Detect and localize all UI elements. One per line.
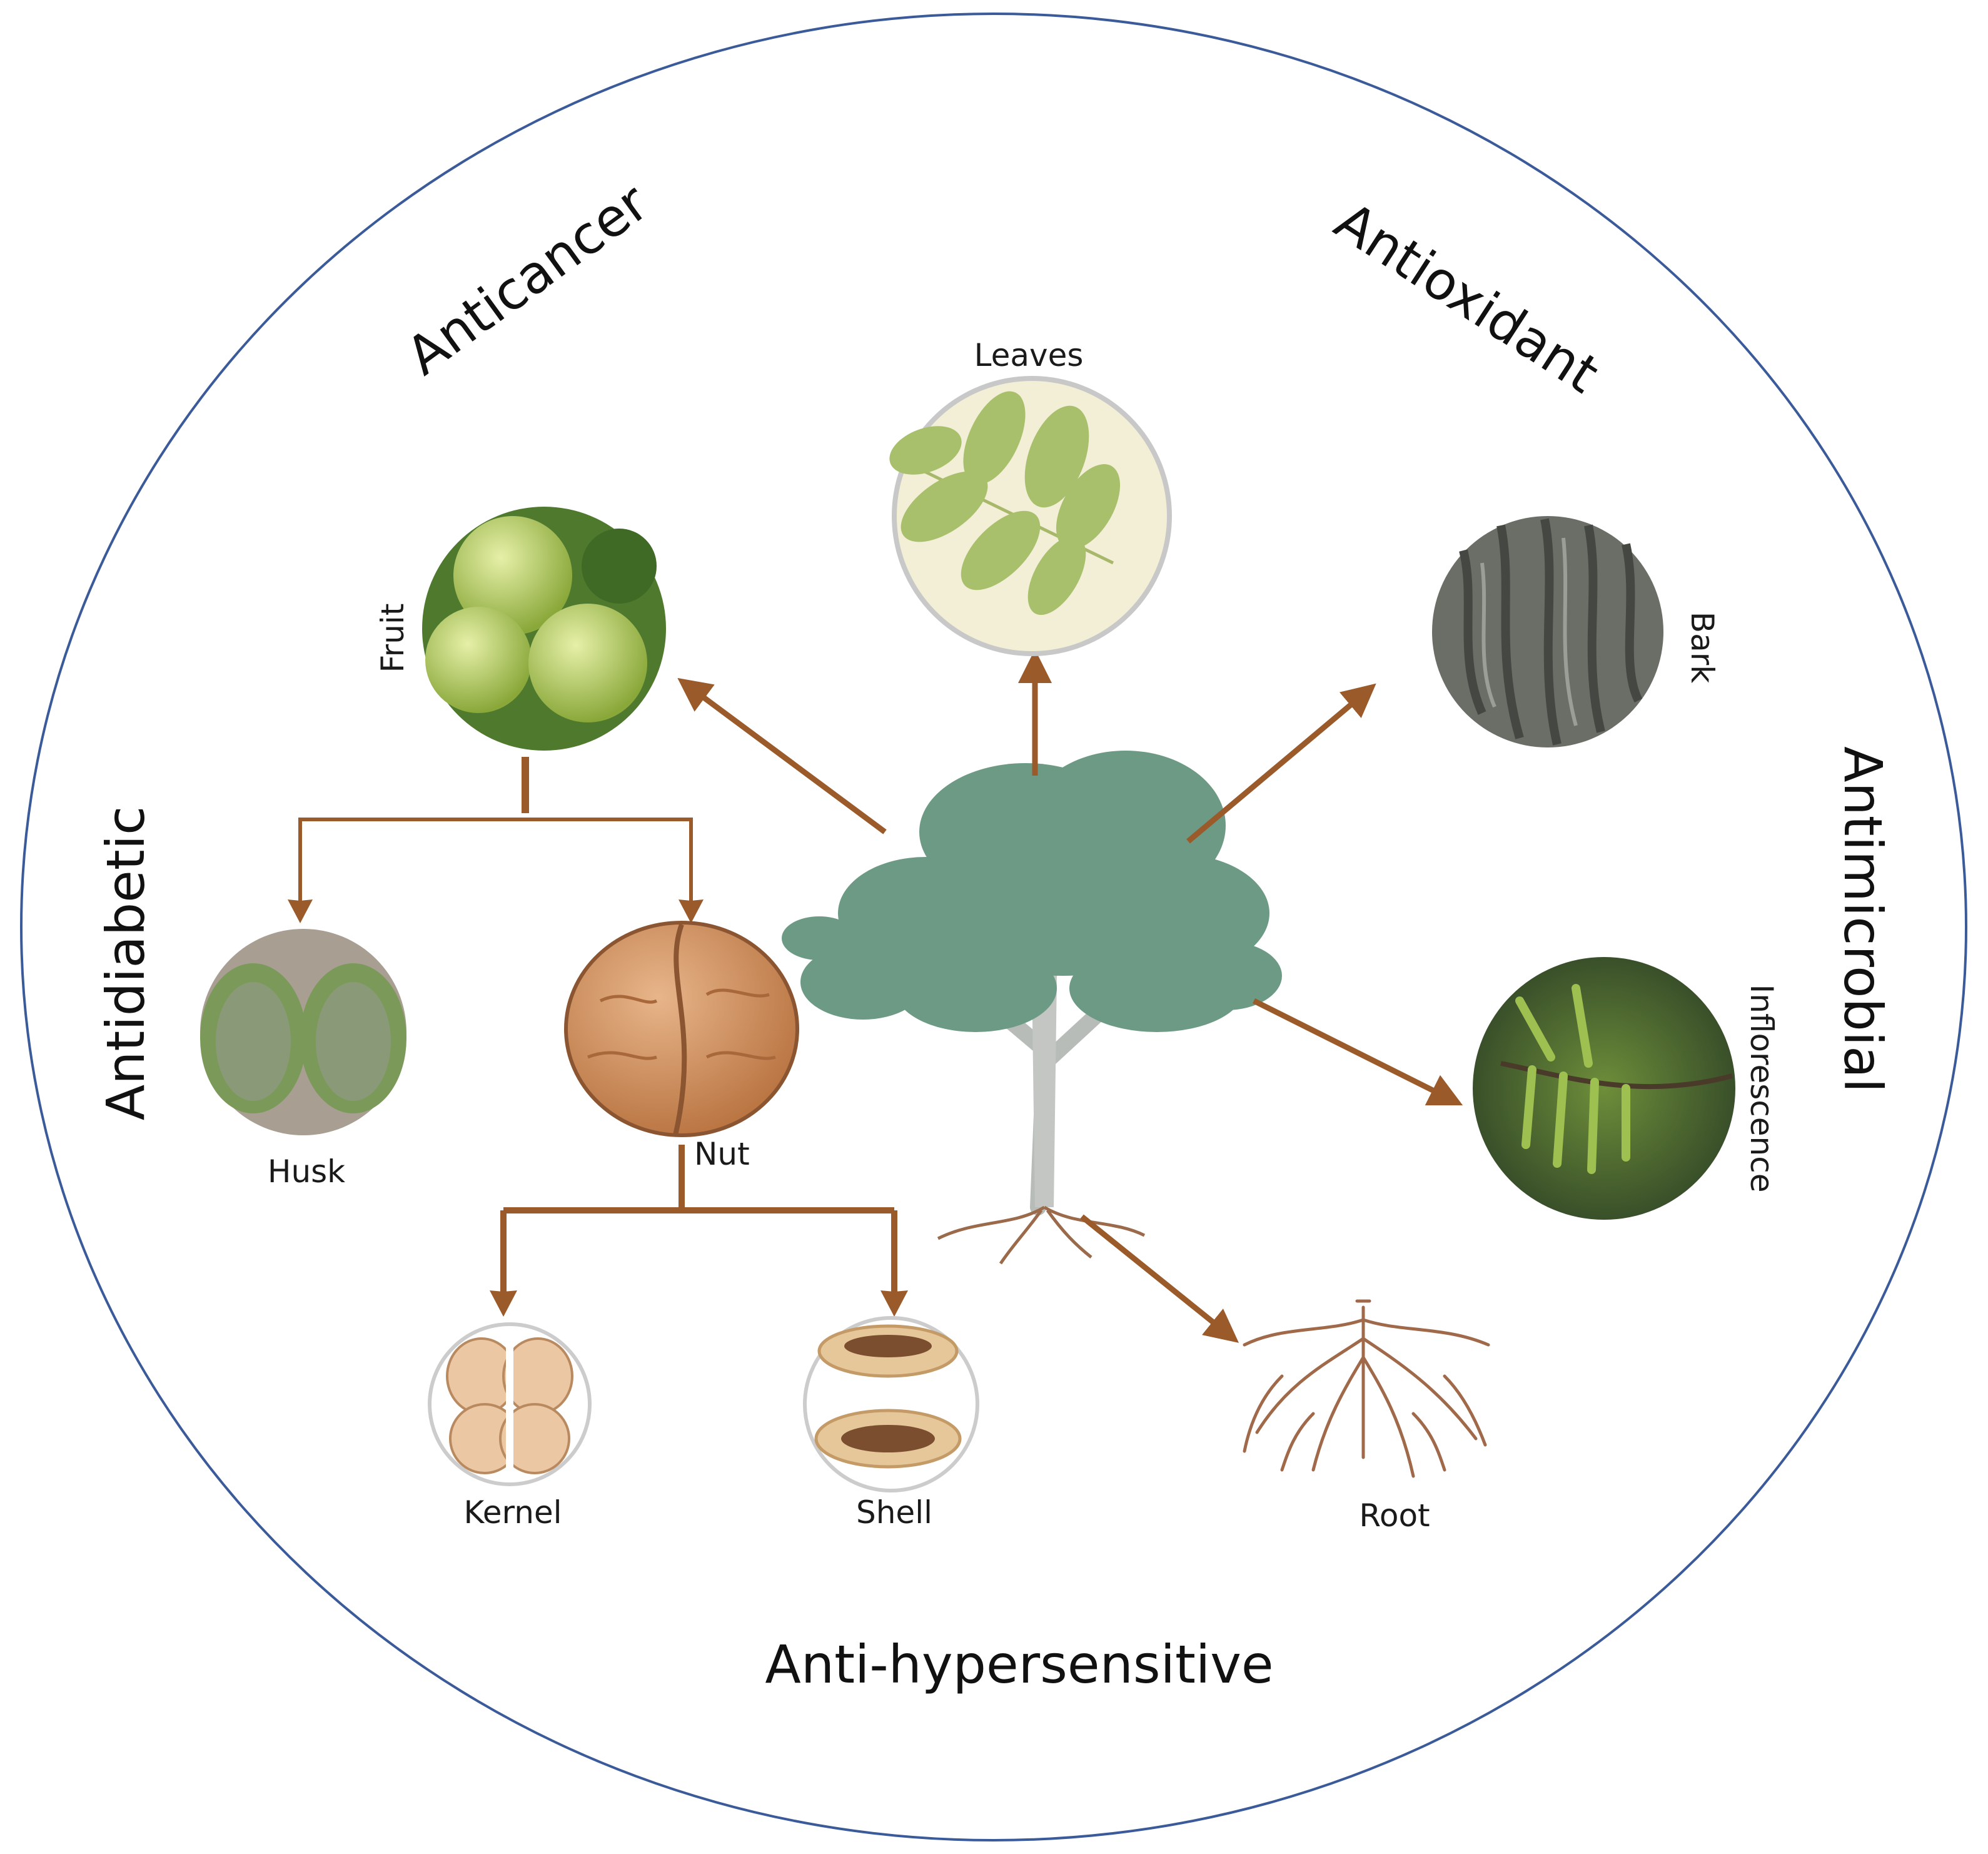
label-shell: Shell bbox=[856, 1494, 932, 1531]
fruit-branch-line bbox=[298, 818, 693, 908]
label-bark: Bark bbox=[1684, 612, 1720, 683]
leaves-icon bbox=[889, 376, 1172, 656]
root-icon bbox=[1243, 1299, 1490, 1478]
activity-anticancer: Anticancer bbox=[395, 171, 659, 387]
label-fruit: Fruit bbox=[375, 604, 411, 673]
kernel-icon bbox=[428, 1322, 592, 1486]
label-leaves: Leaves bbox=[974, 337, 1084, 373]
label-inflorescence: Inflorescence bbox=[1743, 985, 1780, 1193]
activity-anti-hypersensitive: Anti-hypersensitive bbox=[765, 1634, 1273, 1695]
arrow-to-root bbox=[1080, 1214, 1239, 1343]
arrow-to-bark bbox=[1186, 683, 1376, 844]
label-husk: Husk bbox=[268, 1153, 345, 1190]
label-root: Root bbox=[1359, 1497, 1430, 1534]
bark-icon bbox=[1432, 516, 1663, 747]
label-nut: Nut bbox=[694, 1136, 750, 1172]
activity-antimicrobial: Antimicrobial bbox=[1832, 746, 1894, 1093]
tree-icon bbox=[782, 751, 1282, 1265]
walnut-icon bbox=[564, 921, 799, 1137]
arrow-to-nut bbox=[679, 899, 704, 923]
arrow-to-inflorescence bbox=[1252, 998, 1463, 1106]
arrow-to-shell bbox=[880, 1290, 908, 1317]
outer-circle bbox=[20, 13, 1967, 1841]
nut-branch-line bbox=[500, 1145, 897, 1298]
shell-icon bbox=[803, 1316, 979, 1492]
husk-icon bbox=[200, 929, 406, 1135]
inflorescence-icon bbox=[1473, 957, 1735, 1220]
label-kernel: Kernel bbox=[463, 1494, 562, 1531]
arrow-to-kernel bbox=[490, 1290, 517, 1317]
activity-antioxidant: Antioxidant bbox=[1324, 190, 1610, 405]
activity-antidiabetic: Antidiabetic bbox=[95, 806, 156, 1121]
fruit-icon bbox=[422, 507, 666, 751]
arrow-to-husk bbox=[288, 899, 313, 923]
arrow-to-fruit bbox=[677, 677, 887, 834]
